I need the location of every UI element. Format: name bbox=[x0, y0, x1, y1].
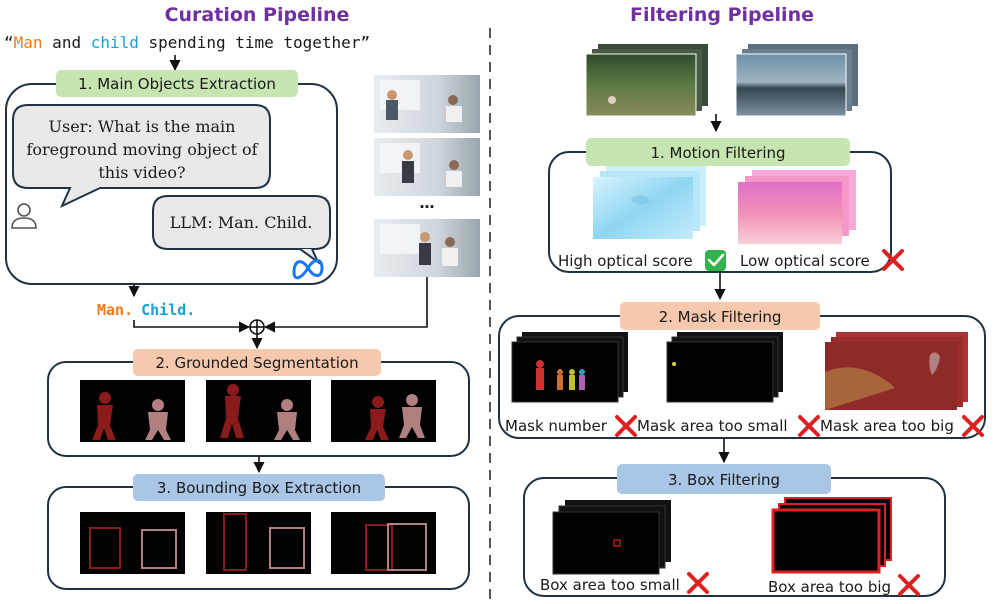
user-bubble-line-3: this video? bbox=[98, 163, 185, 182]
bbox-frame-3 bbox=[331, 512, 436, 574]
motion-filter-label: 1. Motion Filtering bbox=[650, 144, 785, 162]
motion-filter-label-bg bbox=[586, 138, 850, 166]
video-frame-1 bbox=[374, 75, 480, 133]
low-optical-label: Low optical score bbox=[740, 252, 870, 270]
prompt-rest: spending time together” bbox=[139, 33, 370, 52]
result-word-child: Child. bbox=[141, 301, 195, 319]
optical-flow-low bbox=[738, 170, 856, 244]
input-video-stack-2 bbox=[735, 44, 858, 117]
prompt-word-man: Man bbox=[14, 33, 43, 52]
mask-big-label: Mask area too big bbox=[820, 417, 954, 435]
meta-logo-icon bbox=[292, 259, 324, 280]
seg-mask-2 bbox=[206, 380, 311, 442]
cross-icon bbox=[962, 415, 984, 437]
cross-icon bbox=[798, 415, 820, 437]
input-video-stack-1 bbox=[585, 44, 708, 117]
box-small-label: Box area too small bbox=[540, 576, 680, 594]
bbox-frame-2 bbox=[206, 512, 311, 574]
step2-label: 2. Grounded Segmentation bbox=[155, 354, 358, 372]
mask-number-label: Mask number bbox=[505, 417, 608, 435]
high-optical-label: High optical score bbox=[558, 252, 693, 270]
curation-title: Curation Pipeline bbox=[165, 4, 350, 26]
cross-icon bbox=[882, 249, 904, 271]
circled-plus-icon bbox=[249, 319, 265, 335]
optical-flow-high bbox=[593, 166, 706, 239]
result-word-man: Man. bbox=[97, 301, 133, 319]
step1-label: 1. Main Objects Extraction bbox=[78, 75, 276, 93]
arrow-frames-to-plus bbox=[263, 277, 428, 333]
user-bubble bbox=[12, 104, 271, 209]
step3-label-bg bbox=[133, 474, 385, 501]
arrow-words-to-plus bbox=[133, 320, 251, 333]
box-filter-label-bg bbox=[617, 464, 831, 494]
cross-icon bbox=[615, 415, 637, 437]
box-filter-label: 3. Box Filtering bbox=[668, 471, 780, 489]
llm-bubble-text: LLM: Man. Child. bbox=[170, 213, 313, 232]
bbox-frame-1 bbox=[80, 512, 185, 574]
mask-filter-label: 2. Mask Filtering bbox=[659, 308, 782, 326]
checkmark-icon bbox=[705, 250, 726, 271]
result-words: Man. Child. bbox=[97, 301, 195, 319]
frames-ellipsis: … bbox=[420, 194, 435, 212]
step3-label: 3. Bounding Box Extraction bbox=[157, 479, 361, 497]
video-frame-2 bbox=[374, 138, 480, 196]
prompt-open-quote: “ bbox=[4, 33, 14, 52]
user-bubble-line-2: foreground moving object of bbox=[26, 140, 258, 159]
prompt-text: “Man and child spending time together” bbox=[4, 33, 370, 52]
mask-filter-label-bg bbox=[620, 302, 820, 330]
mask-stack-number bbox=[511, 332, 628, 403]
box-stack-big bbox=[771, 497, 892, 574]
llm-bubble bbox=[152, 195, 331, 250]
seg-mask-3 bbox=[331, 380, 436, 442]
prompt-and: and bbox=[43, 33, 91, 52]
filtering-title: Filtering Pipeline bbox=[630, 4, 814, 26]
user-icon bbox=[11, 203, 37, 229]
video-frame-3 bbox=[374, 219, 480, 277]
cross-icon bbox=[687, 572, 709, 594]
user-bubble-line-1: User: What is the main bbox=[49, 117, 236, 136]
prompt-word-child: child bbox=[91, 33, 139, 52]
seg-mask-1 bbox=[80, 380, 185, 442]
mask-stack-big bbox=[825, 332, 968, 410]
box-big-label: Box area too big bbox=[768, 578, 891, 596]
step2-label-bg bbox=[133, 349, 381, 376]
cross-icon bbox=[898, 574, 920, 596]
mask-stack-small bbox=[666, 332, 783, 403]
mask-small-label: Mask area too small bbox=[637, 417, 788, 435]
box-stack-small bbox=[552, 500, 671, 575]
step1-label-bg bbox=[56, 70, 298, 97]
